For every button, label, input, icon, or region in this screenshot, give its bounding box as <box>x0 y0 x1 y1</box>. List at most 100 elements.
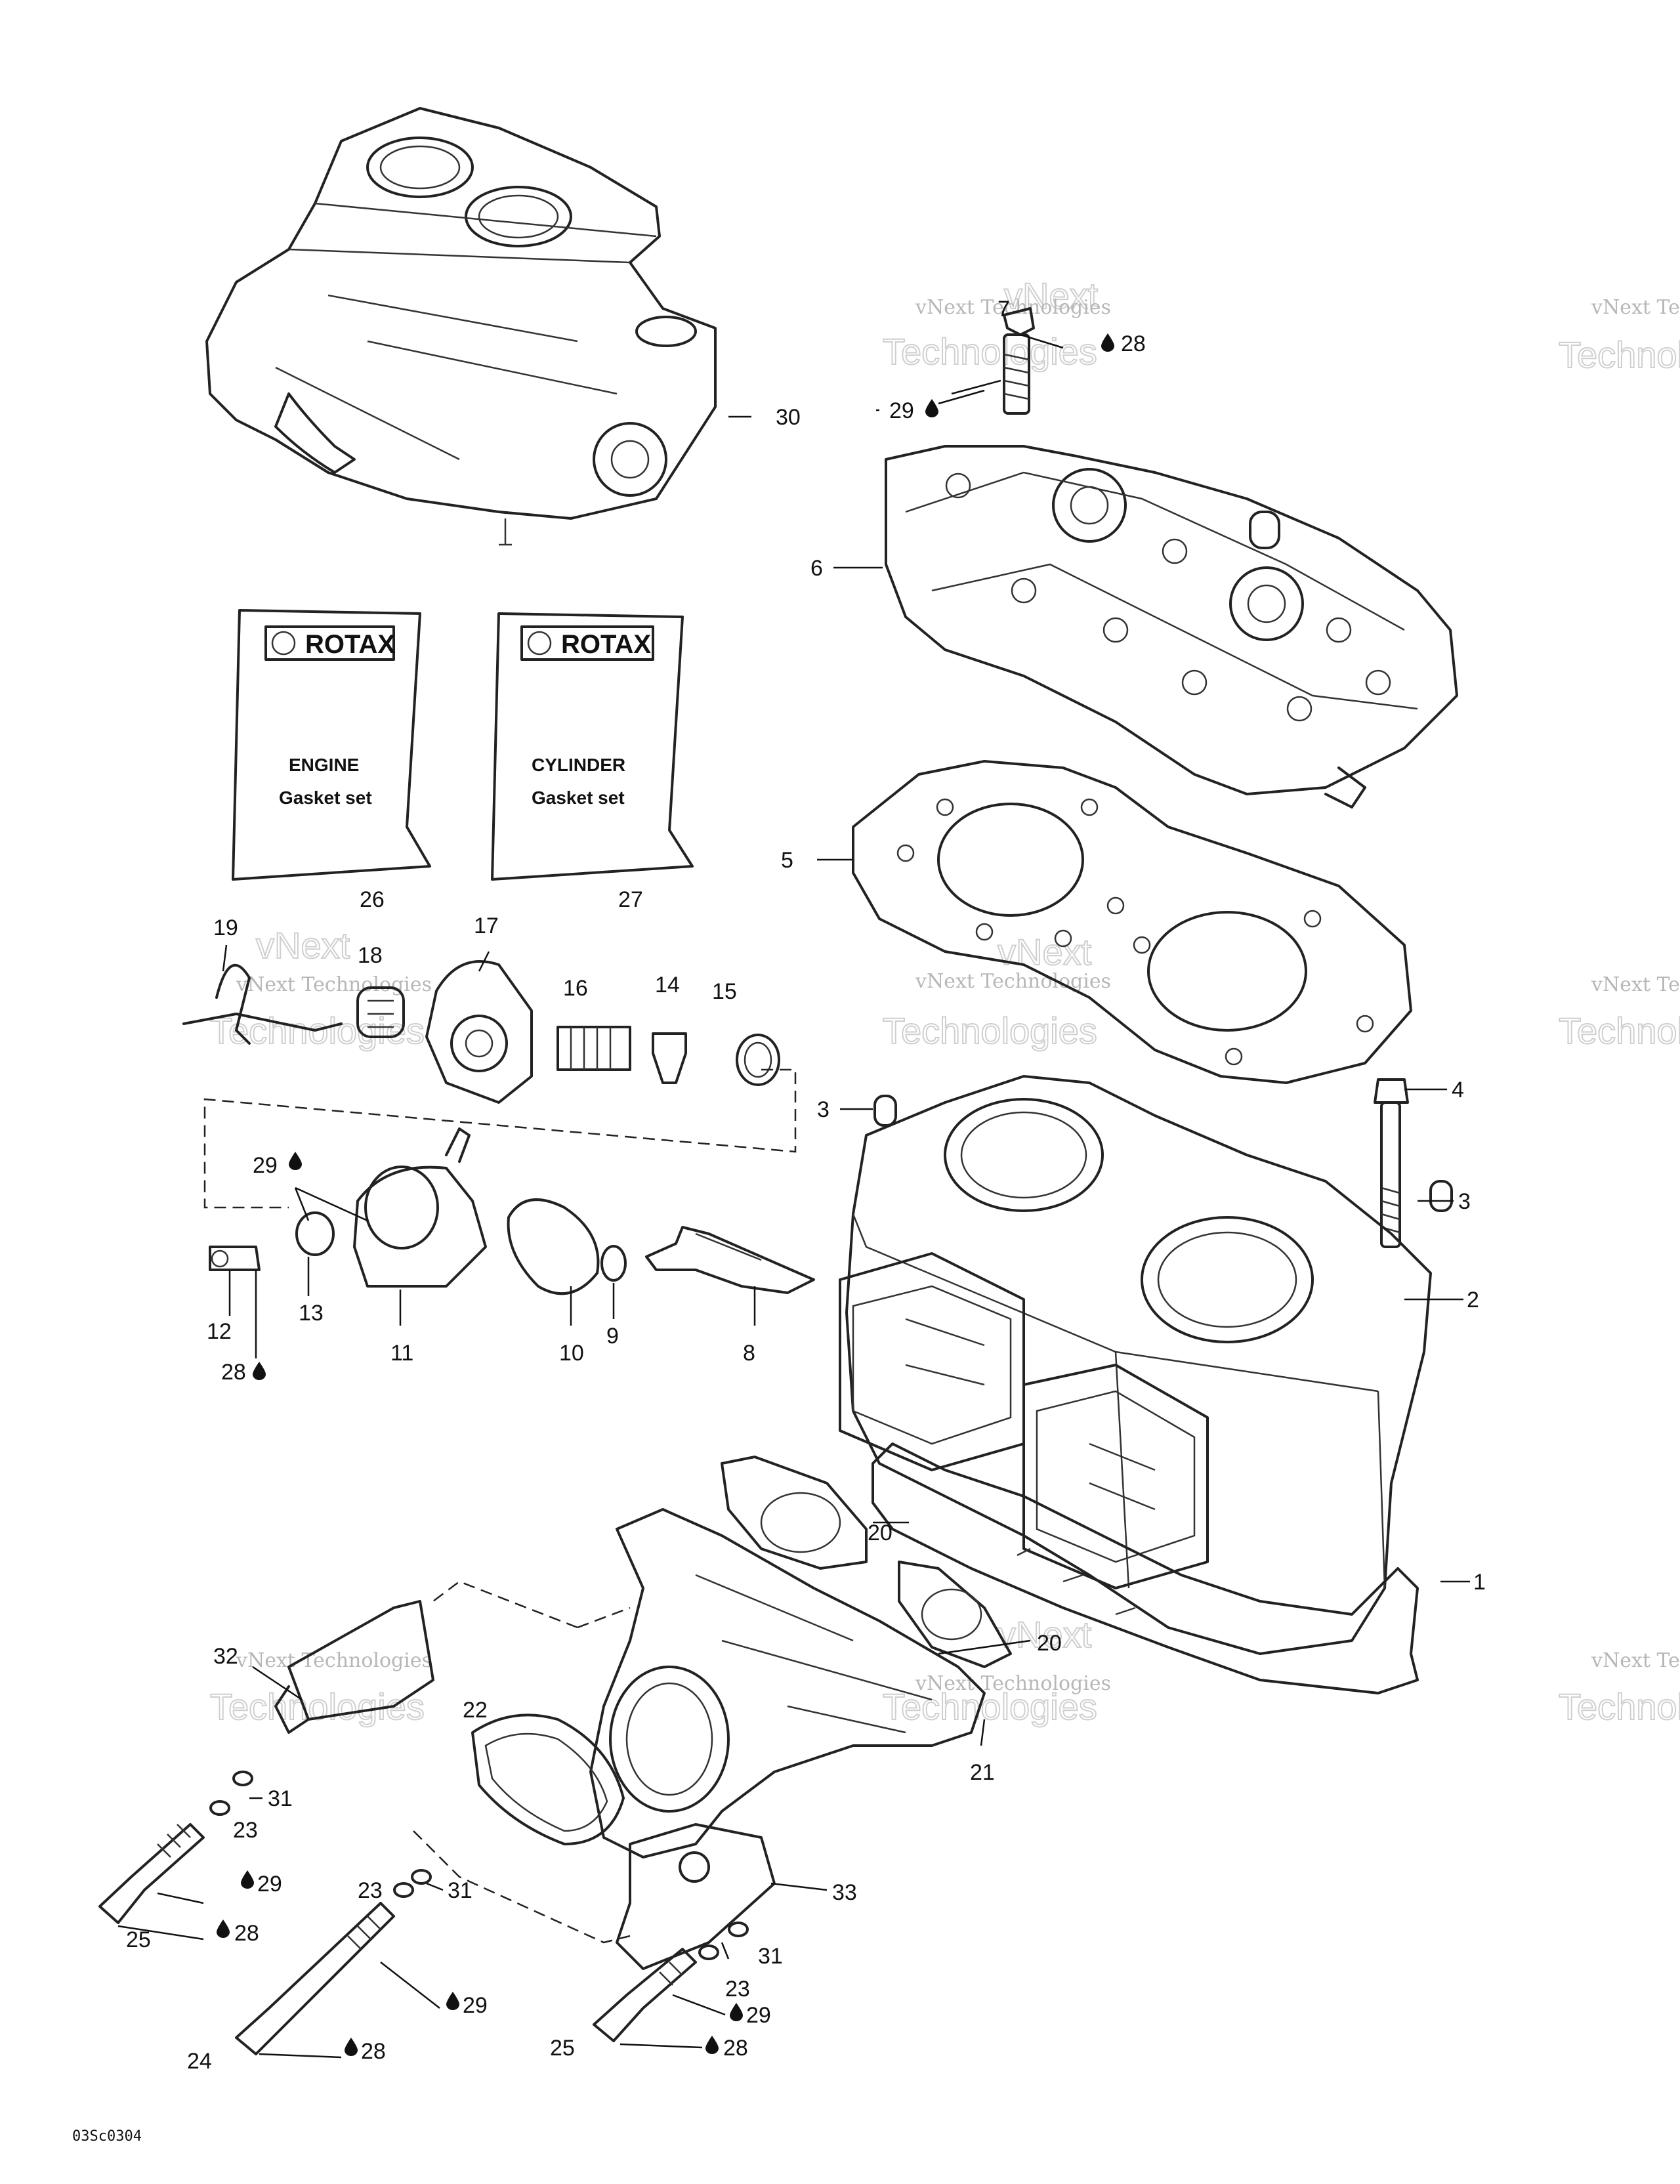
watermark-text: vNext Technologies <box>915 296 1111 319</box>
engine-gasket-kit-26: ROTAX ENGINE Gasket set <box>232 609 431 881</box>
drop-icon <box>730 2003 743 2021</box>
callout-18: 18 <box>358 943 383 968</box>
callout-3: 3 <box>817 1097 830 1122</box>
drop-icon <box>925 399 938 417</box>
watermark-outline: vNext <box>1004 275 1099 316</box>
kit-title-line2: Gasket set <box>279 788 372 808</box>
kit-brand-label: ROTAX <box>561 630 651 659</box>
drop-icon <box>1101 333 1114 352</box>
water-pump-upper-assembly <box>182 960 780 1104</box>
watermark-text: vNext Technologies <box>1591 1649 1680 1672</box>
head-gasket-part-5 <box>852 760 1412 1084</box>
callout-23: 23 <box>233 1818 258 1843</box>
callout-4: 4 <box>1452 1078 1464 1102</box>
drop-icon <box>289 1152 302 1170</box>
callout-8: 8 <box>743 1341 755 1366</box>
callout-14: 14 <box>655 973 680 998</box>
callout-25: 25 <box>550 2036 575 2061</box>
kit-title-line2: Gasket set <box>532 788 625 808</box>
callout-28: 28 <box>234 1921 259 1946</box>
fluid-drop-icons <box>217 333 1114 2056</box>
stud-part-7 <box>1003 307 1035 415</box>
drop-icon <box>241 1870 254 1889</box>
callout-numbers: 1 2 3 3 4 5 6 7 8 9 10 11 12 13 14 15 16… <box>126 297 1486 2074</box>
callout-leaders <box>117 333 1470 2059</box>
watermark-text: vNext Technologies <box>915 1672 1111 1695</box>
callout-33: 33 <box>832 1880 857 1905</box>
kit-brand-label: ROTAX <box>305 630 395 659</box>
callout-29: 29 <box>257 1872 282 1897</box>
callout-31: 31 <box>448 1878 472 1903</box>
callout-28: 28 <box>221 1360 246 1385</box>
callout-29: 29 <box>746 2003 771 2028</box>
watermark-outline: Technologies <box>883 1010 1097 1051</box>
callout-12: 12 <box>207 1319 232 1344</box>
short-block-engine <box>205 107 751 546</box>
kit-title-line1: CYLINDER <box>532 755 625 775</box>
watermark-text: vNext Technologies <box>915 970 1111 993</box>
watermark-outline: Technologies <box>1559 334 1680 375</box>
callout-2: 2 <box>1467 1288 1479 1312</box>
kit-title-line1: ENGINE <box>289 755 359 775</box>
watermark-outline: vNext <box>256 925 350 966</box>
callout-29: 29 <box>889 398 914 423</box>
callout-10: 10 <box>559 1341 584 1366</box>
callout-27: 27 <box>618 887 643 912</box>
cylinder-block-part-2 <box>839 1075 1432 1655</box>
callout-23: 23 <box>725 1977 750 2002</box>
callout-29: 29 <box>463 1993 488 2018</box>
callout-1: 1 <box>1473 1570 1486 1595</box>
callout-26: 26 <box>360 887 385 912</box>
drop-icon <box>705 2036 719 2054</box>
base-gasket-part-1 <box>872 1442 1419 1694</box>
watermark-outline: Technologies <box>883 1686 1097 1727</box>
callout-13: 13 <box>299 1301 324 1326</box>
callout-25: 25 <box>126 1927 151 1952</box>
watermark-text: vNext Technologies <box>1591 973 1680 996</box>
callout-17: 17 <box>474 914 499 938</box>
drop-icon <box>217 1920 230 1938</box>
drop-icon <box>253 1362 266 1380</box>
callout-16: 16 <box>563 976 588 1001</box>
callout-31: 31 <box>758 1944 783 1969</box>
watermark-outline: Technologies <box>1559 1686 1680 1727</box>
callout-32: 32 <box>213 1644 238 1669</box>
callout-28: 28 <box>361 2039 386 2064</box>
callout-20: 20 <box>1037 1631 1062 1656</box>
callout-7: 7 <box>998 297 1010 322</box>
watermark-outline: Technologies <box>1559 1010 1680 1051</box>
callout-20: 20 <box>868 1521 892 1545</box>
diagram-code: 03Sc0304 <box>72 2128 142 2145</box>
callout-22: 22 <box>463 1698 488 1723</box>
callout-5: 5 <box>781 848 793 873</box>
watermarks: vNext Technologies vNext Technologies vN… <box>209 274 1680 1728</box>
cylinder-gasket-kit-27: ROTAX CYLINDER Gasket set <box>491 612 694 881</box>
callout-23: 23 <box>358 1878 383 1903</box>
exhaust-manifold-assembly <box>98 1456 1012 2055</box>
drop-icon <box>446 1992 459 2010</box>
callout-31: 31 <box>268 1786 293 1811</box>
callout-3: 3 <box>1458 1189 1471 1214</box>
callout-28: 28 <box>723 2036 748 2061</box>
callout-15: 15 <box>712 979 737 1004</box>
callout-24: 24 <box>187 2049 212 2074</box>
callout-19: 19 <box>213 915 238 940</box>
watermark-outline: vNext <box>998 1614 1092 1655</box>
watermark-text: vNext Technologies <box>1591 296 1680 319</box>
dowel-pins-part-3 <box>873 1095 1453 1212</box>
drop-icon <box>345 2038 358 2056</box>
callout-6: 6 <box>810 556 823 581</box>
cylinder-head-part-6 <box>885 445 1458 808</box>
assembly-dashed-outline <box>203 1068 797 1209</box>
watermark-outline: Technologies <box>883 331 1097 372</box>
water-pump-lower-assembly <box>209 1127 815 1295</box>
manifold-dashed-outline <box>413 1580 631 1944</box>
callout-11: 11 <box>390 1341 413 1366</box>
callout-29: 29 <box>253 1153 278 1178</box>
watermark-outline: vNext <box>998 931 1092 973</box>
watermark-text: vNext Technologies <box>236 1649 432 1672</box>
callout-21: 21 <box>970 1760 995 1785</box>
callout-28: 28 <box>1121 331 1146 356</box>
